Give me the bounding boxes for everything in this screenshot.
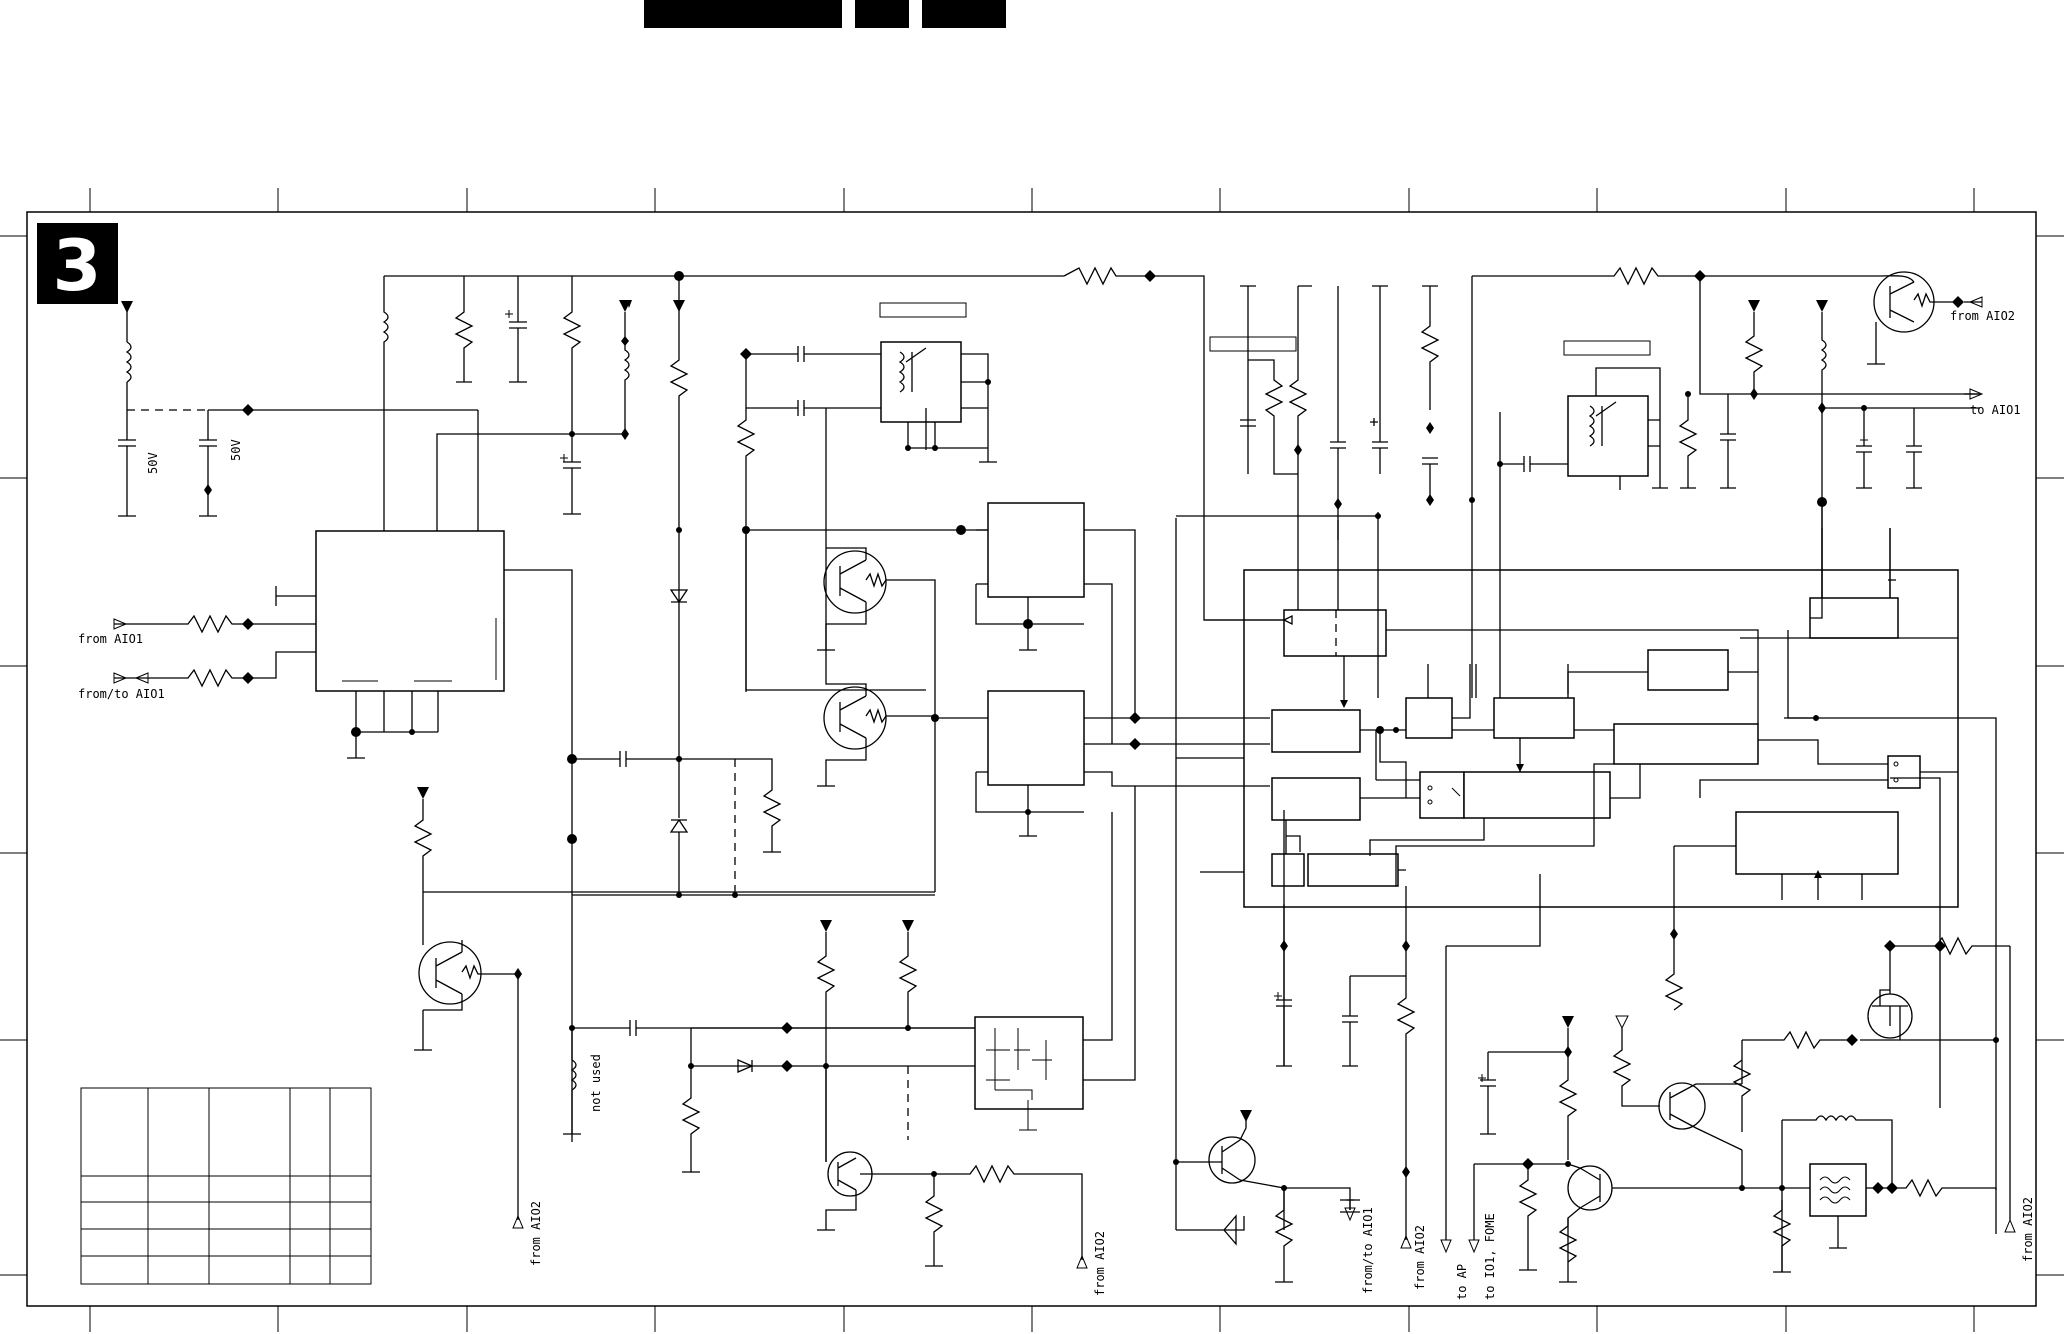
blank-tag-b [1209,336,1297,352]
to-io1-fome-label: to IO1, FOME [1483,1213,1497,1300]
from-aio2-top-label: from AIO2 [1950,309,2015,323]
info-table [80,1087,372,1285]
sheet-number-badge: 3 [37,223,118,307]
to-ap-label: to AP [1455,1264,1469,1300]
middle-section: from AIO2 [681,302,1270,1296]
header-bars [644,0,1006,28]
from-aio2-d-label: from AIO2 [2021,1197,2035,1262]
cap-50v-b-label: 50V [229,439,243,461]
right-section: from AIO2 to AIO1 [1173,266,2035,1300]
cap-50v-a-label: 50V [146,452,160,474]
from-aio1-label: from AIO1 [78,632,143,646]
from-aio2-a-label: from AIO2 [529,1201,543,1266]
blank-tag-a [879,302,967,318]
sheet-number: 3 [53,225,102,307]
mid-block-lower [987,690,1085,786]
to-aio1-right-label: to AIO1 [1970,403,2021,417]
from-aio2-c-label: from AIO2 [1413,1225,1427,1290]
left-power-section: 50V 50V fr [78,266,1284,1285]
not-used-label: not used [589,1054,603,1112]
from-aio2-b-label: from AIO2 [1093,1231,1107,1296]
saw-filter [1809,1163,1867,1217]
mid-block-upper [987,502,1085,598]
from-to-aio1-left-label: from/to AIO1 [78,687,165,701]
blank-tag-c [1563,340,1651,356]
mid-filter-block [974,1016,1084,1110]
drawing-frame [0,188,2064,1332]
main-ic-outline [1243,569,1959,908]
from-to-aio1-bottom-label: from/to AIO1 [1361,1207,1375,1294]
power-ic-block [315,530,505,692]
